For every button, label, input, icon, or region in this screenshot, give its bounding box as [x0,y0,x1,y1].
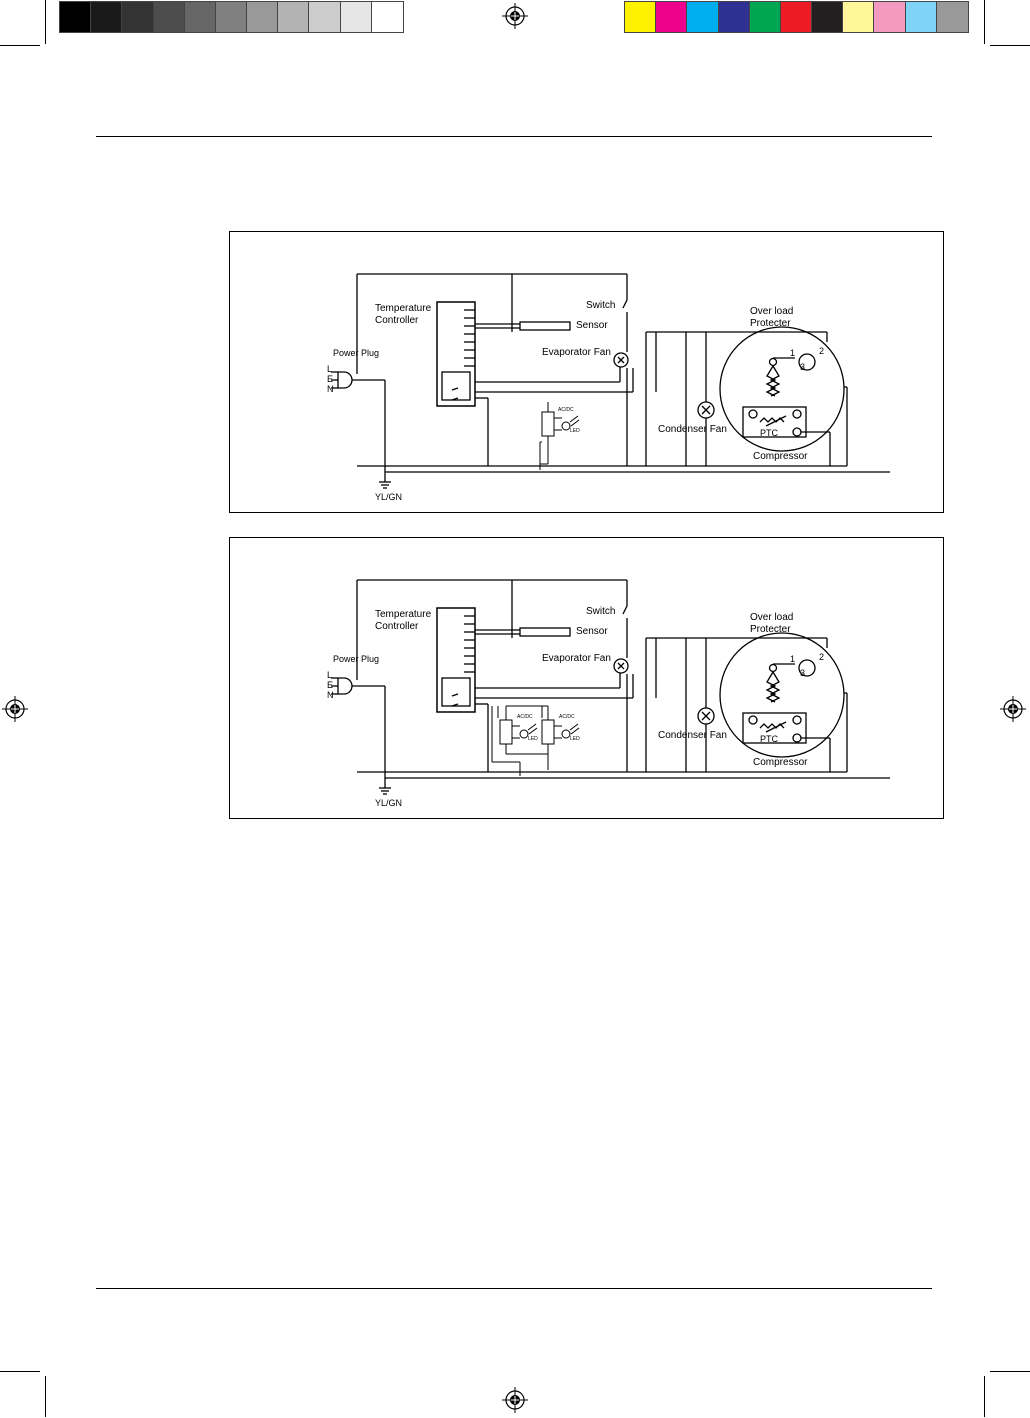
protector-pin-2: 2 [819,652,824,663]
crop-mark [45,0,46,44]
circuit-schematic [230,538,945,820]
registration-mark-left [2,696,28,722]
color-swatch [656,2,687,32]
condenser-fan-label: Condenser Fan [658,730,727,741]
footer-rule [96,1288,932,1289]
acdc-label: AC/DC [558,407,574,413]
protector-pin-2: 2 [819,346,824,357]
overload-protector-label: Over load [750,306,793,317]
color-swatch [843,2,874,32]
color-swatch [91,2,122,32]
wiring-diagram-dual-led: Temperature Controller Switch Sensor Eva… [229,537,944,819]
power-plug-label: Power Plug [333,348,379,359]
crop-mark [990,1371,1030,1372]
temperature-controller-label: Controller [375,621,418,632]
ptc-label: PTC [760,734,778,745]
temperature-controller-label: Temperature [375,303,431,314]
color-swatch [278,2,309,32]
sensor-label: Sensor [576,320,608,331]
color-swatch [812,2,843,32]
crop-mark [45,1376,46,1417]
ground-label: YL/GN [375,798,402,809]
color-swatch [372,2,403,32]
evaporator-fan-label: Evaporator Fan [542,347,611,358]
crop-mark [990,45,1030,46]
acdc-label: AC/DC [517,714,533,720]
color-swatch [247,2,278,32]
color-swatch [906,2,937,32]
color-swatch [154,2,185,32]
temperature-controller-label: Controller [375,315,418,326]
grayscale-calibration-bar [59,1,404,33]
crop-mark [984,0,985,44]
color-swatch [937,2,968,32]
switch-label: Switch [586,300,615,311]
ground-label: YL/GN [375,492,402,503]
color-swatch [309,2,340,32]
overload-protector-label: Over load [750,612,793,623]
ptc-label: PTC [760,428,778,439]
led-label: LED [570,736,580,742]
color-swatch [341,2,372,32]
color-calibration-bar [624,1,969,33]
registration-mark-bottom [502,1387,528,1413]
color-swatch [750,2,781,32]
plug-n-label: N [327,384,334,395]
color-swatch [625,2,656,32]
color-swatch [687,2,718,32]
crop-mark [0,45,40,46]
color-swatch [185,2,216,32]
overload-protector-label: Protecter [750,624,791,635]
header-rule [96,136,932,137]
temperature-controller-label: Temperature [375,609,431,620]
protector-pin-3: 3 [800,362,805,373]
crop-mark [0,1371,40,1372]
evaporator-fan-label: Evaporator Fan [542,653,611,664]
registration-mark-top [502,3,528,29]
overload-protector-label: Protecter [750,318,791,329]
condenser-fan-label: Condenser Fan [658,424,727,435]
protector-pin-1: 1 [790,654,795,665]
protector-pin-1: 1 [790,348,795,359]
registration-mark-right [1000,696,1026,722]
wiring-diagram-single-led: Temperature Controller Switch Sensor Eva… [229,231,944,513]
color-swatch [874,2,905,32]
color-swatch [216,2,247,32]
sensor-label: Sensor [576,626,608,637]
color-swatch [60,2,91,32]
acdc-label: AC/DC [559,714,575,720]
led-label: LED [528,736,538,742]
led-label: LED [570,428,580,434]
compressor-label: Compressor [753,757,807,768]
crop-mark [984,1376,985,1417]
circuit-schematic [230,232,945,514]
compressor-label: Compressor [753,451,807,462]
protector-pin-3: 3 [800,668,805,679]
switch-label: Switch [586,606,615,617]
power-plug-label: Power Plug [333,654,379,665]
plug-n-label: N [327,690,334,701]
color-swatch [122,2,153,32]
color-swatch [781,2,812,32]
color-swatch [719,2,750,32]
